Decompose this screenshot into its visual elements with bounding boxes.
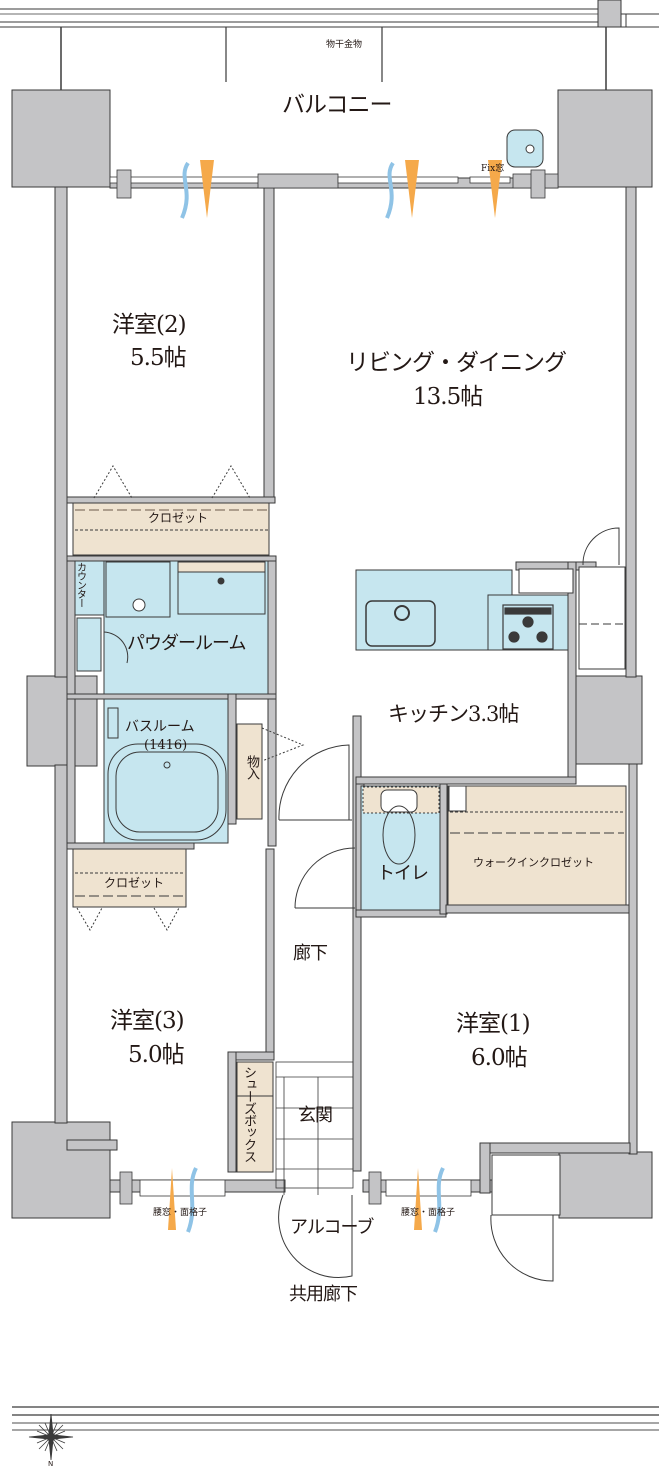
window-sashes-bottom — [119, 1171, 472, 1205]
western-room-3-name: 洋室(3) — [110, 1008, 185, 1034]
common-corridor-label: 共用廊下 — [289, 1284, 358, 1305]
storage-label: 物入 — [243, 755, 259, 779]
pantry-door-swing — [582, 527, 620, 566]
storage-closet — [236, 723, 263, 820]
walk-in-closet-area — [447, 785, 627, 906]
bathroom-spec-label: (1416) — [144, 738, 188, 753]
western-room-2-name: 洋室(2) — [112, 312, 187, 338]
shoe-box — [236, 1061, 274, 1173]
closet-left-label: クロゼット — [104, 876, 165, 890]
alcove-label: アルコーブ — [290, 1217, 374, 1238]
balcony-label: バルコニー — [282, 92, 393, 118]
door-swings — [278, 744, 554, 1282]
living-dining-size: 13.5帖 — [413, 384, 483, 410]
powder-room-label: パウダールーム — [127, 633, 246, 654]
counter-label: カウンター — [74, 562, 86, 607]
columns — [11, 89, 653, 1219]
ventilation-icons-bottom — [168, 1167, 445, 1233]
window-left-bottom-label: 腰窓・面格子 — [153, 1208, 208, 1218]
walk-in-closet-label: ウォークインクロゼット — [473, 856, 594, 869]
closet-top-label: クロゼット — [148, 511, 209, 525]
compass-rose-icon — [28, 1413, 74, 1461]
meter-box — [491, 1154, 561, 1216]
entrance-tiles — [275, 1061, 354, 1195]
entrance-label: 玄関 — [298, 1105, 333, 1126]
pantry — [578, 566, 626, 670]
kitchen-sink-icon — [365, 600, 436, 647]
ventilation-icons-top — [180, 160, 502, 219]
gas-stove-icon — [502, 604, 554, 650]
western-room-2-size: 5.5帖 — [130, 345, 187, 371]
drying-hardware-label: 物干金物 — [326, 40, 363, 50]
western-room-1-size: 6.0帖 — [471, 1045, 528, 1071]
closet-left-area — [72, 848, 187, 908]
compass-north-label: N — [48, 1460, 54, 1468]
kitchen-label: キッチン3.3帖 — [388, 702, 519, 726]
toilet-label: トイレ — [377, 863, 429, 884]
closet-door-swings — [93, 465, 251, 499]
western-room-1-name: 洋室(1) — [456, 1011, 531, 1037]
bathroom-label: バスルーム — [125, 719, 195, 735]
corridor-railing — [12, 1406, 659, 1431]
western-room-3-size: 5.0帖 — [128, 1042, 185, 1068]
fix-window-label: Fix窓 — [481, 164, 505, 174]
hallway-label: 廊下 — [293, 943, 328, 964]
powder-room-fixtures — [76, 561, 266, 672]
bathtub-icon — [107, 707, 227, 841]
toilet-icon — [362, 786, 440, 865]
living-dining-name: リビング・ダイニング — [346, 350, 567, 376]
kitchen-shelf — [518, 568, 574, 594]
balcony-sink-icon — [506, 129, 544, 168]
window-right-bottom-label: 腰窓・面格子 — [401, 1208, 456, 1218]
closet-top-area — [72, 502, 270, 556]
shoe-box-label: シューズボックス — [241, 1066, 256, 1162]
